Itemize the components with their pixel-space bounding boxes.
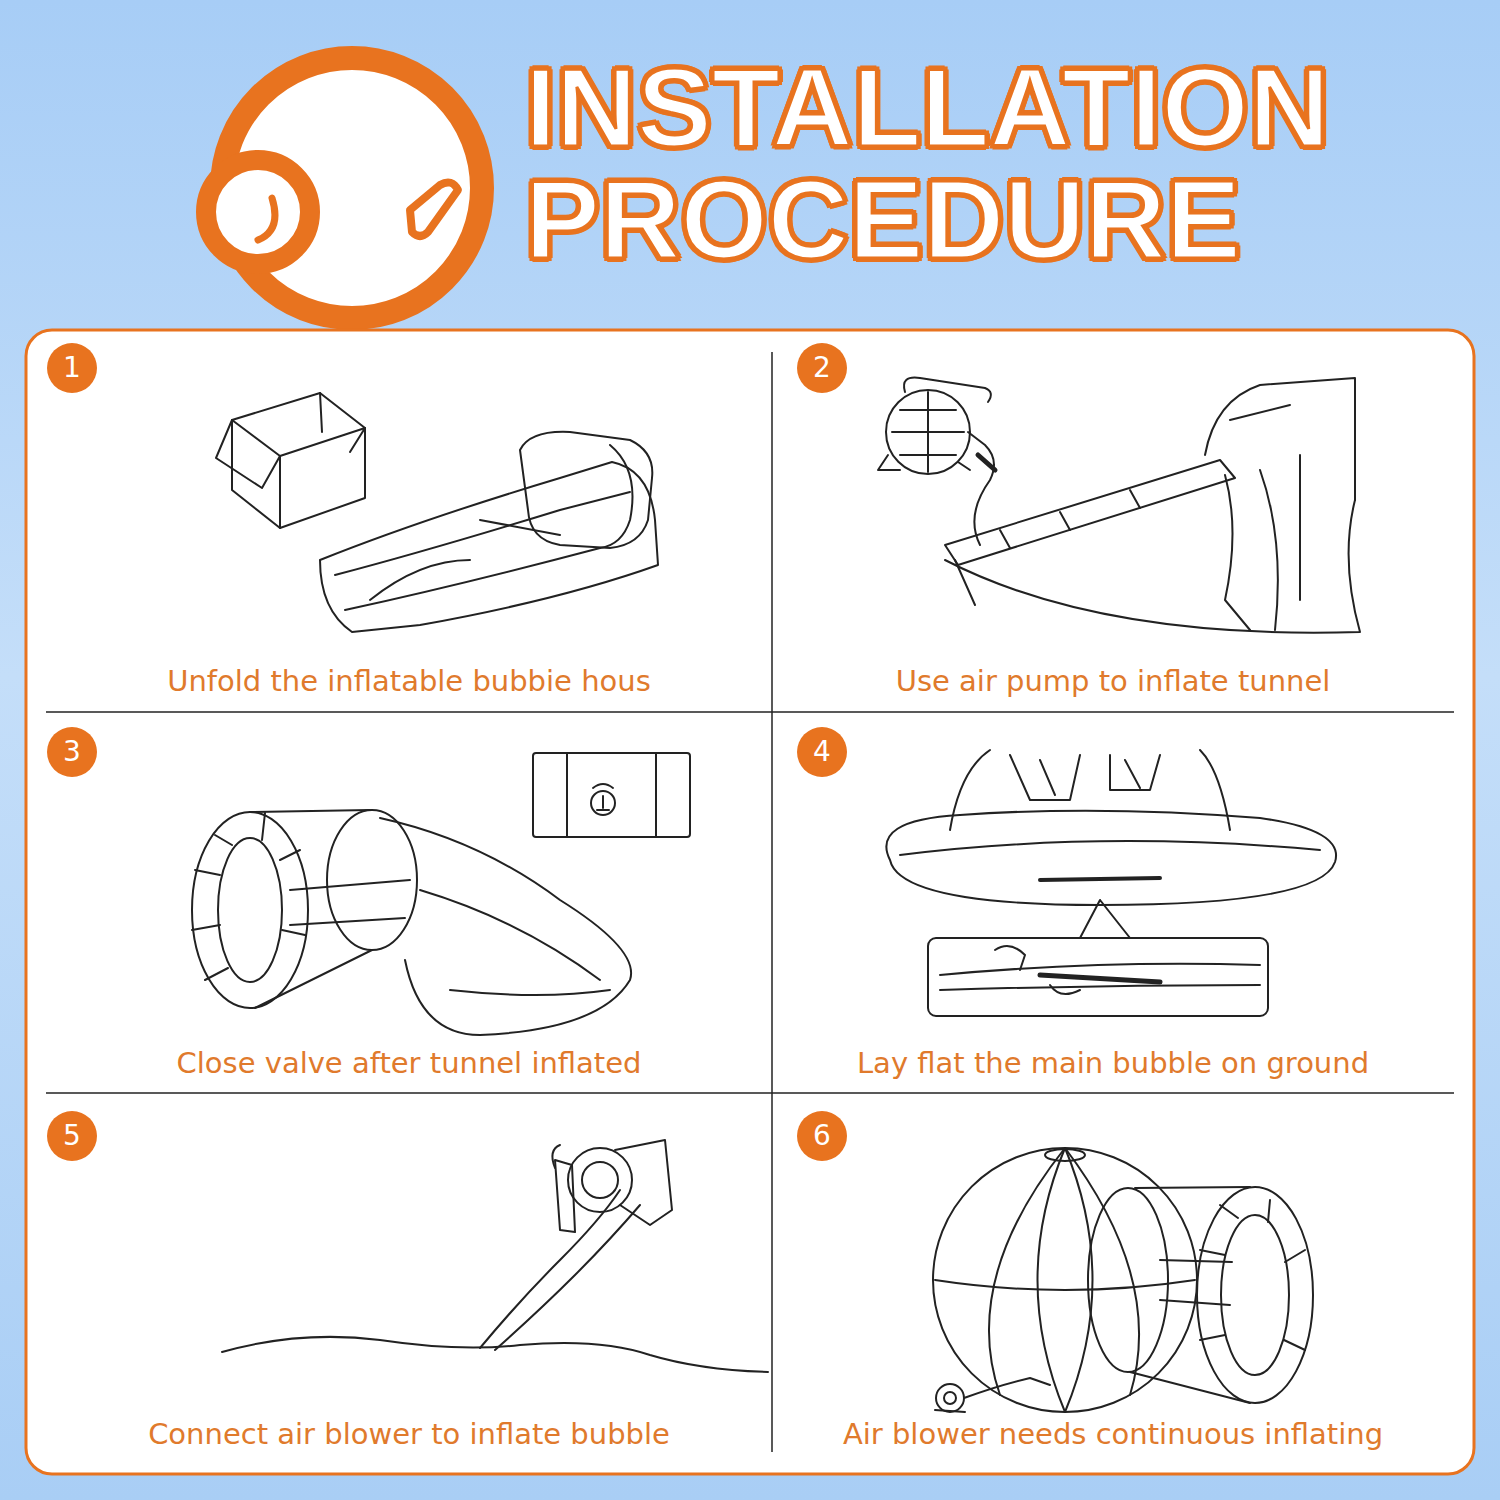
step-caption: Connect air blower to inflate bubble [46, 1417, 772, 1451]
step-cell: Connect air blower to inflate bubble 5 [46, 1093, 772, 1455]
step-number-circle: 4 [797, 727, 847, 777]
logo [206, 58, 482, 318]
step-number: 2 [797, 343, 847, 393]
step-caption: Unfold the inflatable bubbie hous [46, 664, 772, 698]
step-number: 6 [797, 1111, 847, 1161]
step-caption: Use air pump to inflate tunnel [772, 664, 1454, 698]
step-caption: Lay flat the main bubble on ground [772, 1046, 1454, 1080]
step-caption: Close valve after tunnel inflated [46, 1046, 772, 1080]
step-number: 3 [47, 727, 97, 777]
step-number-circle: 2 [797, 343, 847, 393]
step-cell: Lay flat the main bubble on ground 4 [772, 712, 1454, 1093]
step-number: 5 [47, 1111, 97, 1161]
step-number-circle: 6 [797, 1111, 847, 1161]
step-number: 1 [47, 343, 97, 393]
step-cell: Use air pump to inflate tunnel 2 [772, 340, 1454, 712]
grid-lines [46, 352, 1454, 1452]
step-cell: Close valve after tunnel inflated 3 [46, 712, 772, 1093]
step-caption: Air blower needs continuous inflating [772, 1417, 1454, 1451]
panel [26, 330, 1474, 1474]
step-cell: Air blower needs continuous inflating 6 [772, 1093, 1454, 1455]
line-drawings [192, 378, 1360, 1412]
step-number-circle: 3 [47, 727, 97, 777]
page-title: INSTALLATION PROCEDURE [525, 52, 1425, 276]
step-number-circle: 5 [47, 1111, 97, 1161]
step-number: 4 [797, 727, 847, 777]
step-number-circle: 1 [47, 343, 97, 393]
step-cell: Unfold the inflatable bubbie hous 1 [46, 340, 772, 712]
